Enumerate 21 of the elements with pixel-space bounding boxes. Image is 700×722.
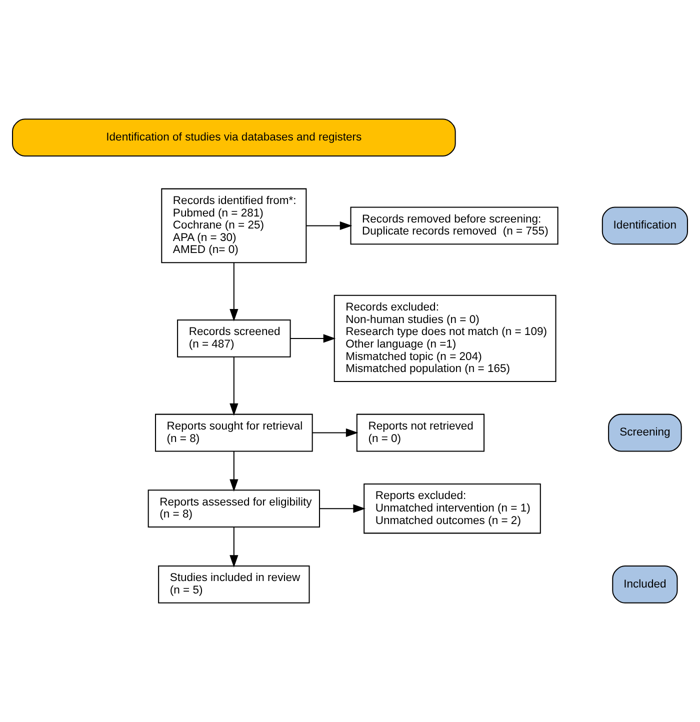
node-box: Reports excluded: Unmatched intervention (n = 1) Unmatched outcomes (n = 2) <box>364 483 541 534</box>
node-box: Screening <box>608 414 682 452</box>
arrow <box>230 527 238 568</box>
arrow <box>230 262 238 322</box>
arrow <box>290 334 336 343</box>
node-box: Records excluded: Non-human studies (n = 0) Research type does not match (n = 109) Other language (n =1) Mismatched topic (n = 204) Mismatched population (n = 165) <box>334 294 556 382</box>
arrow <box>306 221 352 230</box>
node-box: Reports sought for retrieval (n = 8) <box>155 414 313 452</box>
node-box: Records screened (n = 487) <box>177 319 291 358</box>
node-box: Records removed before screening: Duplicate records removed (n = 755) <box>350 206 558 245</box>
node-box: Identification of studies via databases and registers <box>12 118 456 157</box>
arrow <box>230 357 238 416</box>
node-box: Studies included in review (n = 5) <box>158 565 310 604</box>
node-box: Identification <box>602 206 688 245</box>
node-box: Records identified from*: Pubmed (n = 281) Cochrane (n = 25) APA (n = 30) AMED (n= 0) <box>161 188 307 264</box>
arrow <box>320 504 366 513</box>
node-box: Reports assessed for eligibility (n = 8) <box>148 490 320 528</box>
arrow <box>230 452 238 492</box>
node-box: Reports not retrieved (n = 0) <box>356 414 485 452</box>
node-box: Included <box>612 565 678 604</box>
arrow <box>312 428 358 438</box>
